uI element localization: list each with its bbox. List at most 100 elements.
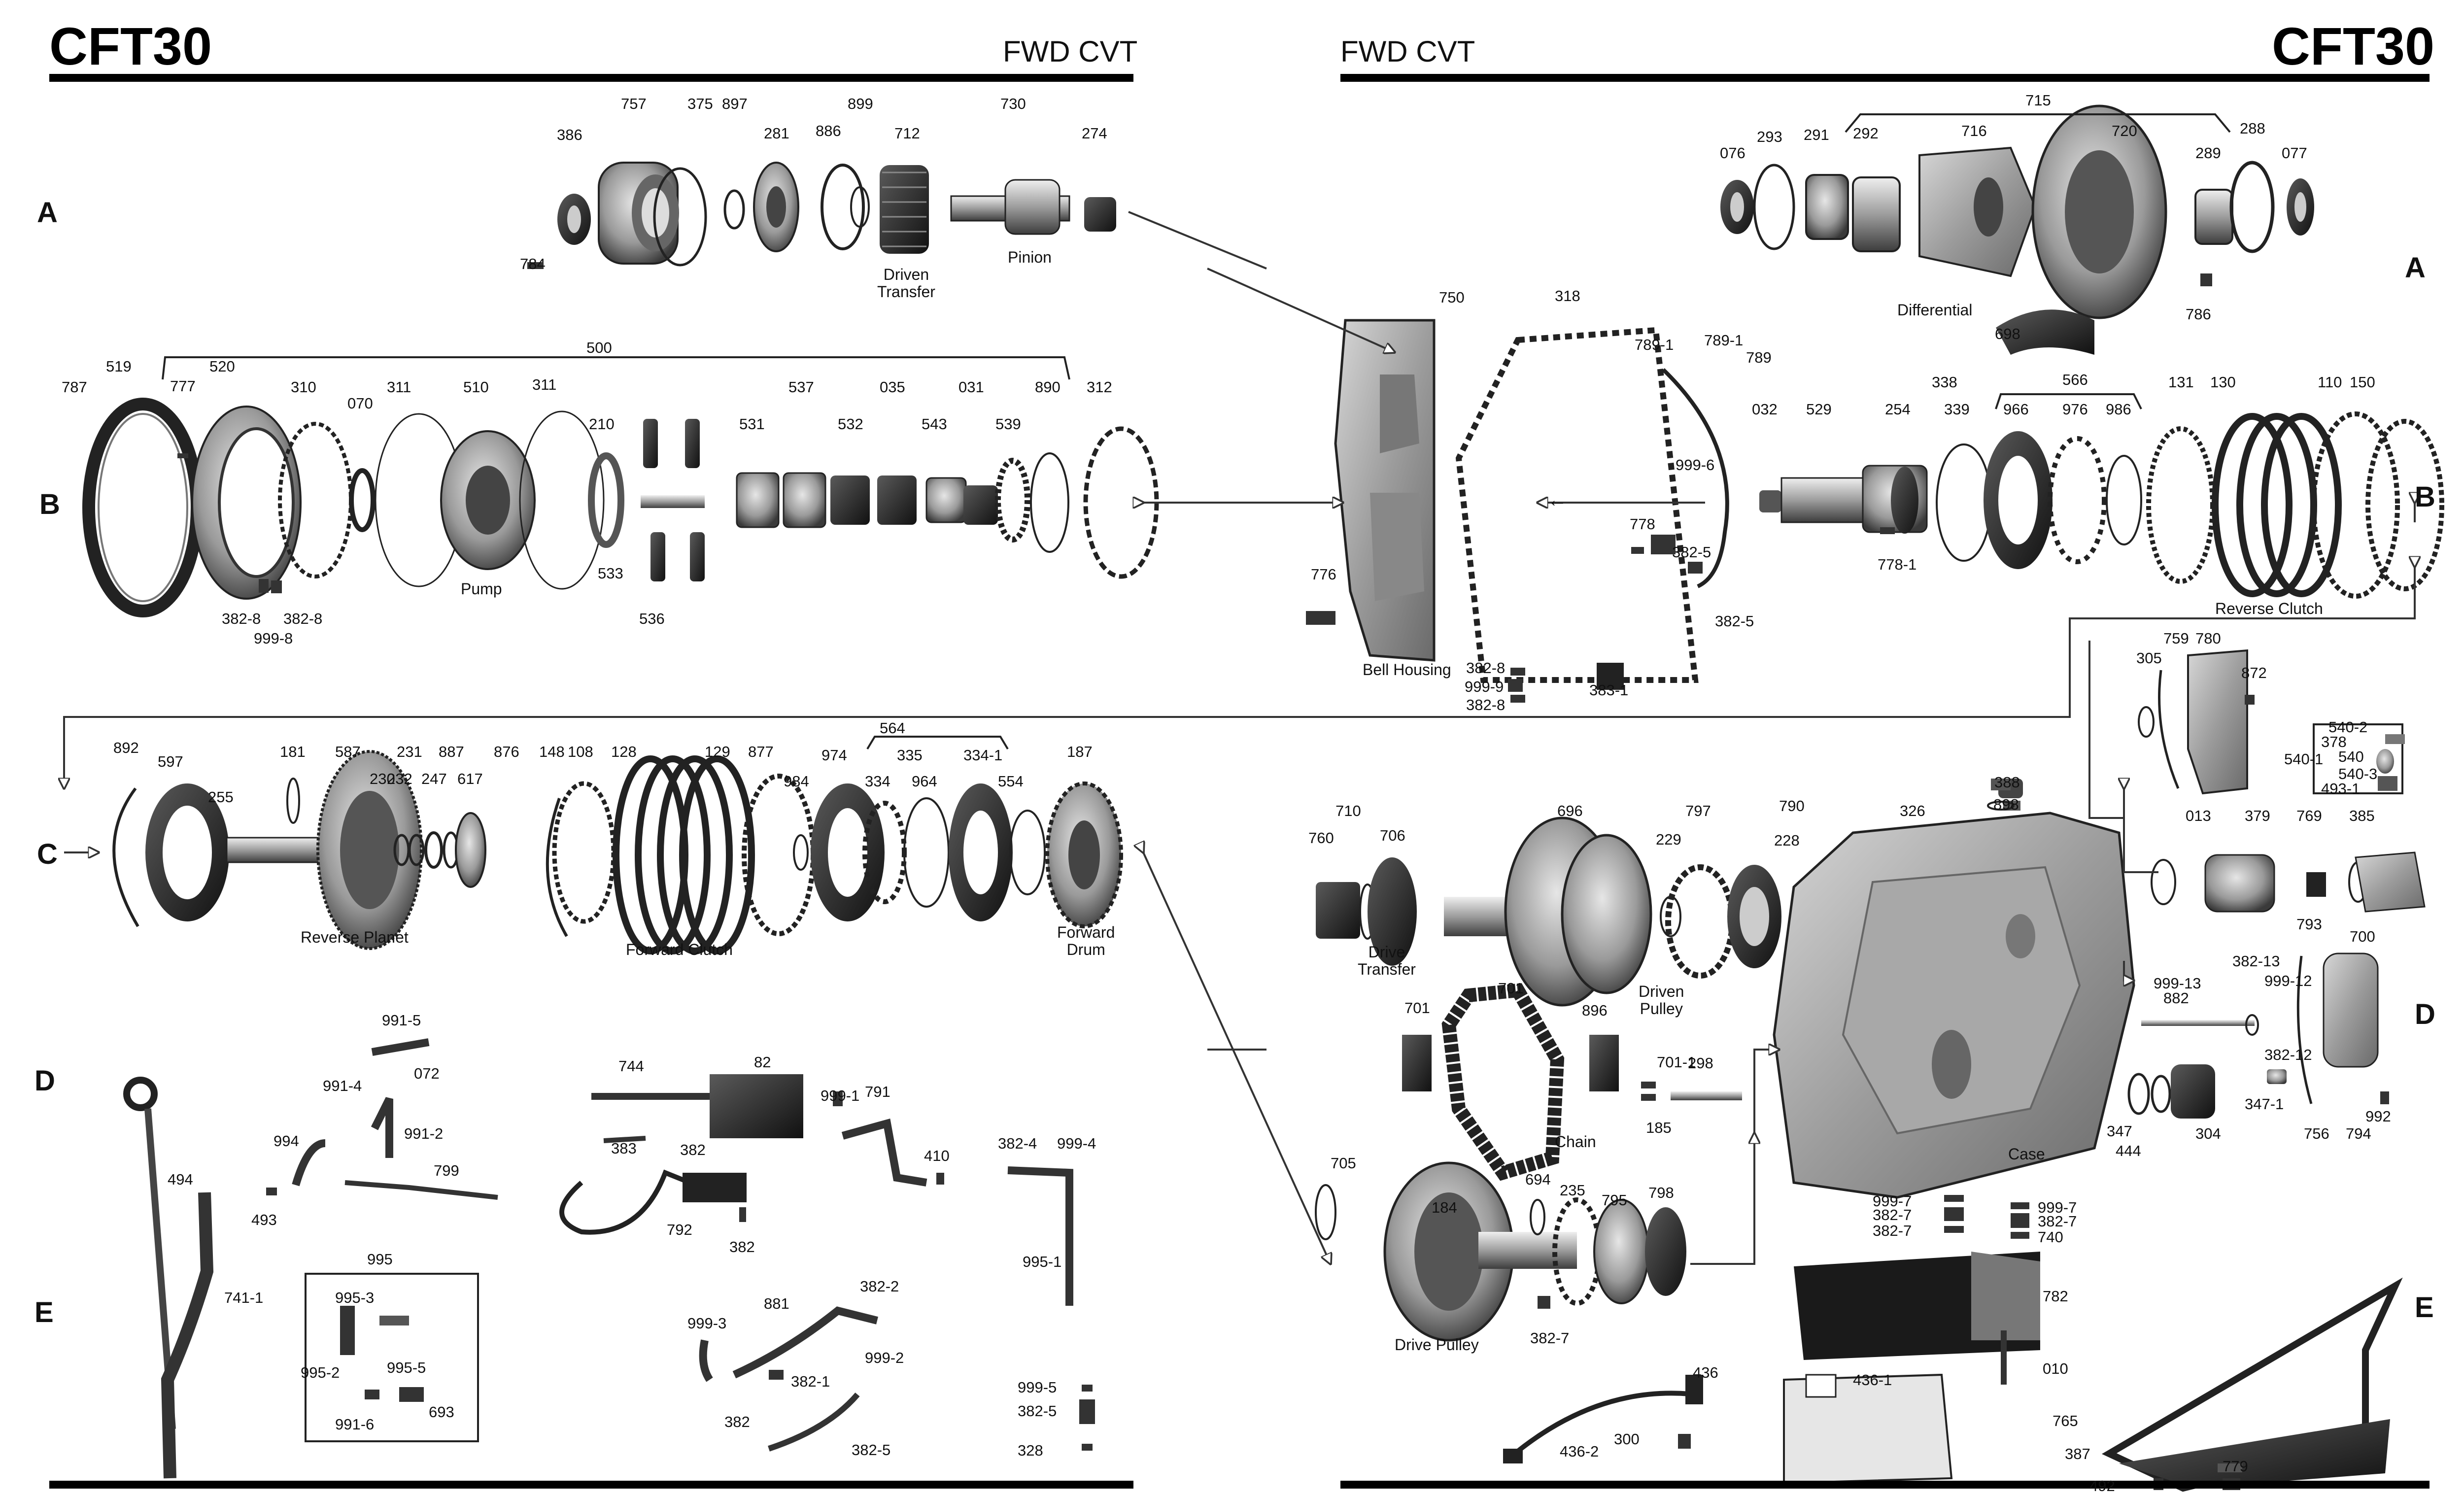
part-number-label: 382-8 [283, 610, 323, 627]
group-label-564: 564 [880, 719, 905, 737]
part-number-label: 617 [457, 770, 483, 787]
part-number-label: 318 [1555, 287, 1580, 305]
part-number-label: 382-7 [1873, 1222, 1912, 1239]
part-number-label: 769 [2296, 807, 2322, 824]
part-number-label: 543 [922, 415, 947, 433]
part-number-label: 334-1 [963, 747, 1003, 764]
bottom-rule-left [49, 1481, 1133, 1489]
part-number-label: 991-2 [404, 1125, 444, 1142]
part-number-label: 994 [274, 1132, 299, 1150]
part-number-label: 787 [62, 378, 87, 396]
part-number-label: 289 [2195, 144, 2221, 162]
part-number-label: 382-7 [1530, 1329, 1570, 1347]
part-number-label: 999-3 [687, 1315, 727, 1332]
caption-pinion: Pinion [1008, 248, 1052, 266]
part-number-label: 304 [2195, 1125, 2221, 1142]
part-number-label: 375 [687, 95, 713, 112]
part-number-label: 230 [370, 770, 395, 787]
part-number-label: 232 [387, 770, 412, 787]
part-number-label: 776 [1311, 566, 1336, 583]
caption-chain: Chain [1555, 1133, 1596, 1151]
part-number-label: 999-9 [1465, 678, 1504, 695]
part-number-label: 148 [539, 743, 565, 760]
part-number-label: 388 [1994, 774, 2020, 791]
part-number-label: 493-1 [2321, 780, 2361, 797]
part-number-label: 383 [611, 1140, 637, 1157]
part-number-label: 554 [998, 773, 1024, 790]
part-number-label: 387 [2065, 1445, 2090, 1462]
part-number-label: 493 [251, 1211, 277, 1228]
part-number-label: 760 [1308, 829, 1334, 847]
part-number-label: 382 [724, 1413, 750, 1430]
part-number-label: 716 [1961, 122, 1987, 139]
part-number-label: 436-2 [1560, 1443, 1599, 1460]
caption-forward-clutch: Forward Clutch [626, 941, 733, 958]
part-number-label: 247 [421, 770, 447, 787]
part-number-label: 210 [589, 415, 615, 433]
part-number-label: 974 [821, 747, 847, 764]
part-number-label: 185 [1646, 1119, 1672, 1136]
part-number-label: 701 [1498, 980, 1524, 997]
part-number-label: 999-5 [1018, 1379, 1057, 1396]
part-number-label: 876 [494, 743, 519, 760]
row-letter-c-left: C [37, 838, 58, 870]
part-number-label: 782 [2043, 1288, 2068, 1305]
part-number-label: 536 [639, 610, 665, 627]
part-number-label: 795 [1602, 1191, 1627, 1209]
part-number-label: 382-7 [1873, 1206, 1912, 1223]
leader-lines [64, 211, 2415, 1264]
part-number-label: 013 [2186, 807, 2211, 824]
part-number-label: 035 [880, 378, 905, 396]
part-number-label: 382-5 [1715, 612, 1754, 630]
part-number-label: 759 [2163, 630, 2189, 647]
part-number-label: 532 [838, 415, 863, 433]
caption-drive-transfer: Drive Transfer [1358, 943, 1416, 979]
part-number-label: 129 [705, 743, 730, 760]
part-number-label: 693 [429, 1403, 454, 1421]
part-number-label: 533 [598, 565, 623, 582]
row-a-right-parts [1720, 104, 2314, 355]
part-number-label: 792 [667, 1221, 692, 1238]
part-number-label: 382 [680, 1141, 706, 1158]
part-number-label: 779 [2223, 1458, 2248, 1475]
part-number-label: 382-13 [2232, 952, 2280, 970]
part-number-label: 382-8 [1466, 696, 1506, 714]
part-number-label: 991-6 [335, 1416, 375, 1433]
row-letter-e-right: E [2415, 1291, 2434, 1324]
part-number-label: 712 [894, 125, 920, 142]
part-number-label: 757 [621, 95, 647, 112]
caption-drive-pulley: Drive Pulley [1395, 1336, 1479, 1354]
caption-pump: Pump [461, 580, 502, 598]
part-number-label: 229 [1656, 831, 1681, 848]
part-number-label: 520 [209, 358, 235, 375]
part-number-label: 235 [1560, 1182, 1585, 1199]
part-number-label: 778 [1630, 515, 1655, 533]
part-number-label: 780 [2195, 630, 2221, 647]
part-number-label: 076 [1720, 144, 1745, 162]
part-number-label: 311 [387, 378, 411, 396]
case-parts [1773, 779, 2389, 1199]
part-number-label: 897 [722, 95, 748, 112]
part-number-label: 740 [2038, 1228, 2063, 1246]
part-number-label: 877 [748, 743, 774, 760]
part-number-label: 181 [280, 743, 306, 760]
part-number-label: 382-8 [1466, 659, 1506, 677]
caption-differential: Differential [1897, 301, 1973, 319]
row-c-parts [112, 736, 1123, 954]
part-number-label: 292 [1853, 125, 1879, 142]
part-number-label: 786 [2186, 306, 2211, 323]
part-number-label: 410 [924, 1147, 950, 1164]
part-number-label: 494 [168, 1171, 193, 1188]
part-number-label: 291 [1804, 126, 1829, 143]
caption-driven-transfer: Driven Transfer [877, 266, 935, 301]
part-number-label: 131 [2168, 374, 2194, 391]
caption-forward-drum: Forward Drum [1057, 923, 1115, 959]
part-number-label: 436-1 [1853, 1371, 1892, 1389]
part-number-label: 150 [2350, 374, 2375, 391]
part-number-label: 254 [1885, 401, 1911, 418]
pulley-parts [1315, 816, 1781, 1342]
part-number-label: 378 [2321, 733, 2347, 750]
part-number-label: 789-1 [1635, 336, 1674, 353]
part-number-label: 756 [2304, 1125, 2329, 1142]
part-number-label: 531 [739, 415, 765, 433]
